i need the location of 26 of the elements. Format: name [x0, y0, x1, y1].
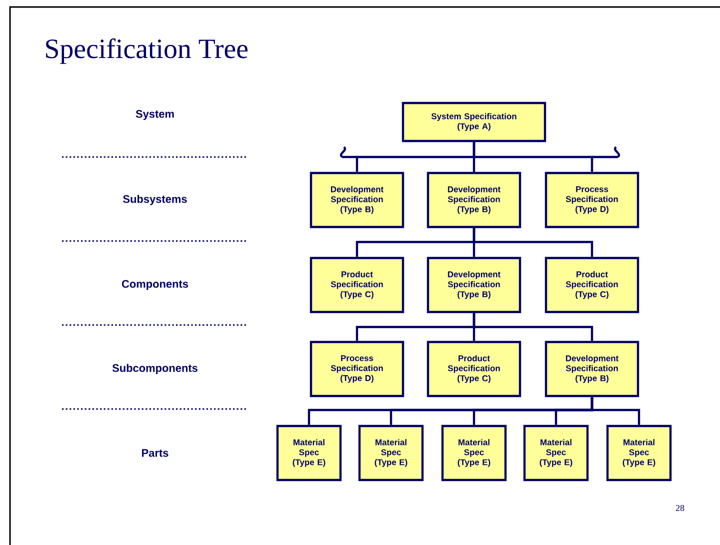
spec-box: Product Specification (Type C)	[310, 256, 404, 314]
spec-box: Material Spec (Type E)	[276, 424, 342, 482]
spec-box: Development Specification (Type B)	[310, 172, 404, 228]
slide-title: Specification Tree	[46, 38, 248, 64]
level-label: Components	[122, 280, 188, 290]
spec-box: Development Specification (Type B)	[426, 256, 522, 314]
level-label: Subsystems	[123, 194, 187, 206]
spec-box: Development Specification (Type B)	[544, 340, 640, 398]
spec-box: System Specification (Type A)	[402, 102, 546, 142]
level-label: Subcomponents	[112, 364, 198, 374]
page-number: 28	[676, 504, 684, 512]
connector-line	[472, 142, 594, 172]
spec-box: Process Specification (Type D)	[544, 172, 640, 228]
connector-line	[590, 397, 640, 425]
spec-box: Material Spec (Type E)	[441, 424, 507, 482]
spec-box: Material Spec (Type E)	[606, 424, 672, 482]
level-label: Parts	[142, 449, 168, 457]
connector-line	[472, 228, 594, 257]
level-label: System	[136, 110, 174, 120]
connector-line	[472, 313, 594, 341]
spec-box: Material Spec (Type E)	[358, 424, 424, 482]
spec-box: Development Specification (Type B)	[426, 172, 522, 228]
spec-box: Material Spec (Type E)	[523, 424, 589, 482]
spec-box: Product Specification (Type C)	[426, 340, 522, 398]
spec-box: Process Specification (Type D)	[310, 340, 404, 398]
spec-box: Product Specification (Type C)	[544, 256, 640, 314]
